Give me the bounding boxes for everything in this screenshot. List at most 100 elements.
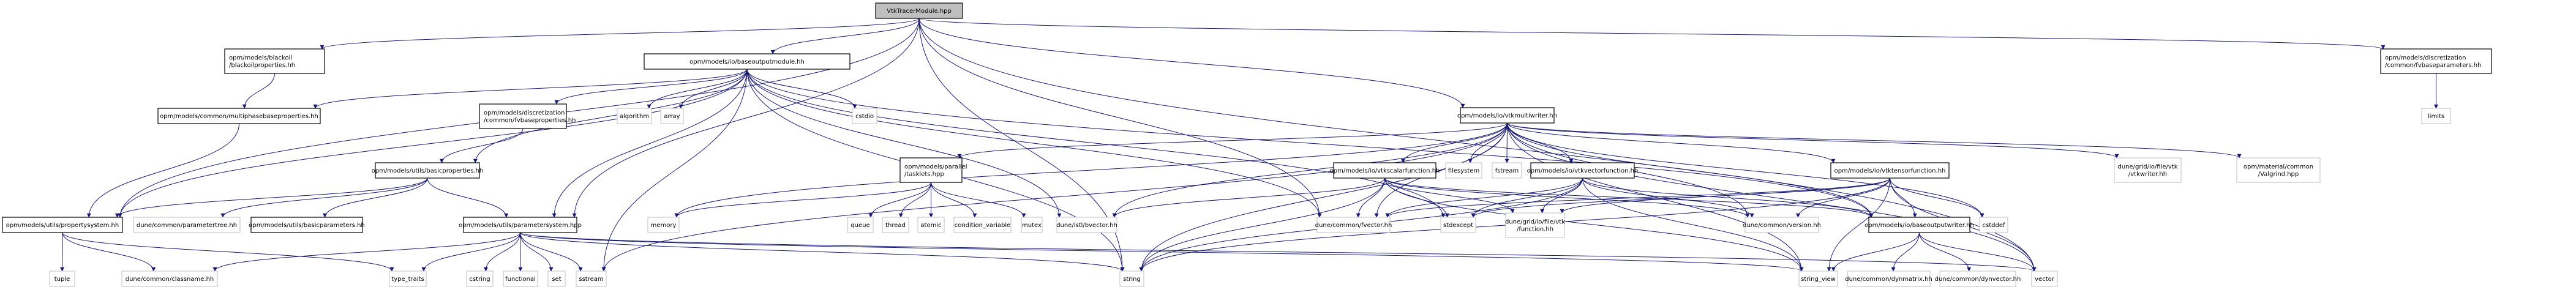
- edge-parametersystem-to-vector: [520, 232, 2036, 272]
- edge-vtkmultiwriter-to-vtkscalar: [1401, 122, 1508, 163]
- edge-basicprops-to-propertysystem: [115, 177, 428, 218]
- node-box-fvbaseprops: [479, 103, 567, 129]
- node-multiphaseprops[interactable]: opm/models/common/multiphasebaseproperti…: [157, 108, 321, 124]
- node-box-stringview: [1798, 270, 1838, 287]
- node-box-baseoutputwriter: [1868, 217, 1970, 233]
- edge-baseoutputmodule-to-stdexcept: [746, 69, 1446, 218]
- node-blackoilprops[interactable]: opm/models/blackoil/blackoilproperties.h…: [224, 48, 325, 74]
- edge-vtkvector-to-stdexcept: [1471, 177, 1583, 218]
- node-fvbaseprops[interactable]: opm/models/discretization/common/fvbasep…: [479, 103, 576, 129]
- node-label-fvbaseparams: /common/fvbaseparameters.hh: [2385, 62, 2481, 69]
- node-box-tasklets: [899, 157, 963, 183]
- node-label-vtkscalar: opm/models/io/vtkscalarfunction.hh: [1330, 168, 1440, 174]
- edge-vtkmultiwriter-to-filesystem: [1468, 122, 1508, 163]
- node-box-functional: [503, 270, 538, 287]
- edge-baseoutputmodule-to-bvector: [746, 69, 1062, 218]
- node-box-blackoilprops: [224, 48, 325, 74]
- node-label-fstream: fstream: [1495, 168, 1519, 174]
- edge-root-to-parametersystem: [572, 18, 920, 218]
- node-parametertree: dune/common/parametertree.hh: [133, 217, 241, 233]
- node-stdexcept: stdexcept: [1440, 217, 1476, 233]
- node-tuple: tuple: [49, 270, 75, 287]
- node-label-multiphaseprops: opm/models/common/multiphasebaseproperti…: [160, 113, 318, 120]
- edge-root-to-fvbaseparams: [918, 18, 2385, 50]
- node-fvbaseparams[interactable]: opm/models/discretization/common/fvbasep…: [2380, 48, 2492, 74]
- node-box-fvector: [1316, 217, 1391, 233]
- edge-vtkscalar-to-baseoutputwriter: [1384, 177, 1874, 218]
- node-box-mutex: [1021, 217, 1043, 233]
- node-box-vtkfunction: [1505, 212, 1565, 238]
- node-basicprops[interactable]: opm/models/utils/basicproperties.hh: [372, 162, 484, 179]
- edge-baseoutputmodule-to-multiphaseprops: [313, 69, 748, 109]
- node-tasklets[interactable]: opm/models/parallel/tasklets.hpp: [899, 157, 967, 183]
- edge-root-to-baseoutputmodule: [770, 18, 920, 54]
- edge-vtkvector-to-vtkfunction: [1540, 177, 1583, 214]
- node-label-algorithm: algorithm: [620, 113, 649, 120]
- node-label-queue: queue: [851, 222, 869, 229]
- node-cstdio: cstdio: [852, 108, 877, 124]
- node-label-valgrind: /Valgrind.hpp: [2258, 171, 2299, 178]
- node-baseoutputmodule[interactable]: opm/models/io/baseoutputmodule.hh: [644, 53, 851, 70]
- node-label-dynmatrix: dune/common/dynmatrix.hh: [1845, 276, 1932, 283]
- node-label-vector: vector: [2035, 276, 2055, 283]
- edge-baseoutputmodule-to-cstdio: [746, 69, 857, 109]
- edge-multiphaseprops-to-propertysystem: [86, 123, 239, 218]
- node-label-vtktensor: opm/models/io/vtktensorfunction.hh: [1834, 168, 1946, 174]
- node-vtkwriter: dune/grid/io/file/vtk/vtkwriter.hh: [2114, 157, 2182, 183]
- node-algorithm: algorithm: [617, 108, 652, 124]
- edge-tasklets-to-thread: [898, 182, 931, 218]
- edge-baseoutputwriter-to-stringview: [1831, 232, 1920, 272]
- node-vtkmultiwriter[interactable]: opm/models/io/vtkmultiwriter.hh: [1457, 107, 1557, 124]
- node-cstring: cstring: [466, 270, 494, 287]
- node-label-vtkfunction: dune/grid/io/file/vtk: [1505, 219, 1565, 226]
- node-label-baseoutputwriter: opm/models/io/baseoutputwriter.hh: [1864, 222, 1974, 229]
- node-propertysystem[interactable]: opm/models/utils/propertysystem.hh: [2, 217, 123, 233]
- node-basicparams[interactable]: opm/models/utils/basicparameters.hh: [249, 217, 365, 233]
- node-label-classname: dune/common/classname.hh: [126, 276, 214, 283]
- edge-vtkvector-to-baseoutputwriter: [1582, 177, 1874, 218]
- node-box-dynmatrix: [1847, 270, 1931, 287]
- node-label-vtkvector: opm/models/io/vtkvectorfunction.hh: [1527, 168, 1639, 174]
- edge-baseoutputmodule-to-algorithm: [647, 69, 748, 109]
- edge-vtkmultiwriter-to-cstddef: [1507, 122, 1985, 218]
- edge-vtkmultiwriter-to-vector: [1507, 122, 2037, 272]
- node-root[interactable]: VtkTracerModule.hpp: [875, 2, 963, 19]
- edge-vtkscalar-to-fvector: [1356, 177, 1385, 218]
- node-parametersystem[interactable]: opm/models/utils/parametersystem.hpp: [459, 217, 582, 233]
- edge-layer: [60, 18, 2438, 272]
- edge-vtkmultiwriter-to-string: [1139, 122, 1508, 272]
- node-label-memory: memory: [651, 222, 677, 229]
- node-version: dune/common/version.hh: [1743, 217, 1821, 233]
- node-label-vtkwriter: /vtkwriter.hh: [2128, 171, 2167, 178]
- node-mutex: mutex: [1021, 217, 1043, 233]
- node-box-memory: [647, 217, 680, 233]
- node-label-propertysystem: opm/models/utils/propertysystem.hh: [6, 222, 119, 229]
- node-label-blackoilprops: /blackoilproperties.hh: [229, 62, 295, 69]
- node-label-basicprops: opm/models/utils/basicproperties.hh: [372, 168, 484, 174]
- edge-vtkscalar-to-stringview: [1384, 177, 1804, 272]
- edge-parametersystem-to-classname: [212, 232, 520, 272]
- node-vtktensor[interactable]: opm/models/io/vtktensorfunction.hh: [1830, 162, 1950, 179]
- node-vtkvector[interactable]: opm/models/io/vtkvectorfunction.hh: [1527, 162, 1639, 179]
- edge-vtkvector-to-version: [1582, 177, 1754, 218]
- node-box-tuple: [49, 270, 75, 287]
- edge-vtkvector-to-fvector: [1385, 177, 1583, 218]
- node-label-parametertree: dune/common/parametertree.hh: [137, 222, 237, 229]
- node-queue: queue: [847, 217, 874, 233]
- edge-parametersystem-to-stringview: [520, 232, 1804, 272]
- node-label-tasklets: /tasklets.hpp: [904, 171, 944, 178]
- edge-vtkscalar-to-vtkfunction: [1384, 177, 1515, 214]
- node-stringview: string_view: [1798, 270, 1838, 287]
- node-box-baseoutputmodule: [644, 53, 851, 70]
- node-baseoutputwriter[interactable]: opm/models/io/baseoutputwriter.hh: [1864, 217, 1974, 233]
- node-box-vtkscalar: [1333, 162, 1436, 179]
- node-set: set: [547, 270, 566, 287]
- edge-vtktensor-to-stringview: [1827, 177, 1890, 272]
- node-vtkscalar[interactable]: opm/models/io/vtkscalarfunction.hh: [1330, 162, 1440, 179]
- node-box-set: [547, 270, 566, 287]
- node-box-filesystem: [1445, 162, 1482, 179]
- edge-vtkmultiwriter-to-bvector: [1112, 122, 1508, 218]
- node-label-stringview: string_view: [1801, 276, 1836, 283]
- node-label-filesystem: filesystem: [1448, 168, 1479, 174]
- edge-baseoutputwriter-to-vector: [1919, 232, 2037, 272]
